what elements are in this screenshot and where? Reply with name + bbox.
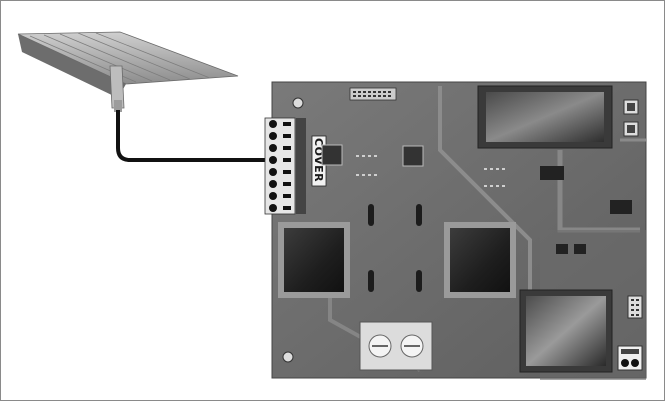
terminal-block-icon (359, 321, 433, 371)
ic-chip-icon (402, 145, 424, 167)
pcb-board-icon: COVER (264, 81, 647, 380)
ribbon-connector-icon (17, 31, 239, 112)
cable-icon (116, 110, 272, 162)
ic-chip-icon (321, 144, 343, 166)
transformer-icon (444, 222, 516, 298)
transformer-icon (278, 222, 350, 298)
